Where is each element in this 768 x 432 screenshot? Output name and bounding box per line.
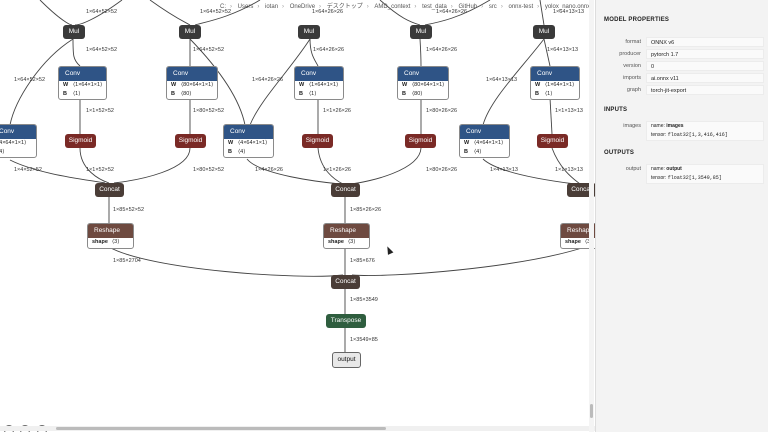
breadcrumb-item[interactable]: OneDrive [289, 4, 316, 10]
edge-label: 1×1×13×13 [555, 167, 583, 173]
conv-node[interactable]: Conv W⟨4×64×1×1⟩ B⟨4⟩ [223, 124, 274, 158]
conv-node[interactable]: Conv W⟨4×64×1×1⟩ B⟨4⟩ [0, 124, 37, 158]
prop-value[interactable]: ONNX v6 [646, 37, 764, 47]
reshape-node[interactable]: Reshape shape⟨3⟩ [87, 223, 134, 249]
edge-label: 1×64×26×26 [312, 9, 344, 15]
conv-title: Conv [460, 125, 509, 139]
conv-title: Conv [295, 67, 343, 81]
edge-label: 1×1×13×13 [555, 108, 583, 114]
graph-canvas[interactable]: C:› Users› iotan› OneDrive› デスクトップ› AMD_… [0, 0, 595, 432]
mul-node[interactable]: Mul [179, 25, 201, 39]
edge-label: 1×64×26×26 [252, 77, 284, 83]
prop-value[interactable]: 0 [646, 61, 764, 71]
sigmoid-node[interactable]: Sigmoid [302, 134, 333, 148]
edge-label: 1×64×13×13 [553, 9, 585, 15]
panel-title: MODEL PROPERTIES [604, 17, 670, 23]
edge-label: 1×85×676 [350, 258, 375, 264]
edge-label: 1×64×52×52 [86, 47, 118, 53]
edge-label: 1×85×52×52 [113, 207, 145, 213]
breadcrumb-item[interactable]: iotan [265, 4, 279, 10]
edge-label: 1×85×26×26 [350, 207, 382, 213]
concat-node[interactable]: Concat [331, 275, 360, 289]
edge-label: 1×4×26×26 [255, 167, 283, 173]
edge-label: 1×1×26×26 [323, 108, 351, 114]
conv-title: Conv [398, 67, 448, 81]
graph-edges [9, 0, 586, 352]
mul-node[interactable]: Mul [410, 25, 432, 39]
conv-node[interactable]: Conv W⟨1×64×1×1⟩ B⟨1⟩ [294, 66, 344, 100]
breadcrumb-item[interactable]: yolox_nano.onnx [544, 4, 591, 10]
prop-value[interactable]: torch-jit-export [646, 85, 764, 95]
model-properties-panel: MODEL PROPERTIES format ONNX v6 producer… [595, 0, 768, 432]
edge-label: 1×4×52×52 [14, 167, 42, 173]
edge-label: 1×3549×85 [350, 337, 378, 343]
vertical-scrollbar[interactable] [589, 0, 594, 432]
breadcrumb-item[interactable]: GitHub [458, 4, 478, 10]
inputs-heading: INPUTS [604, 107, 628, 113]
breadcrumb-item[interactable]: onnx-test [508, 4, 534, 10]
prop-value[interactable]: ai.onnx v11 [646, 73, 764, 83]
edge-label: 1×64×52×52 [14, 77, 46, 83]
prop-value[interactable]: pytorch 1.7 [646, 49, 764, 59]
concat-node[interactable]: Concat [567, 183, 595, 197]
conv-node[interactable]: Conv W⟨4×64×1×1⟩ B⟨4⟩ [459, 124, 510, 158]
conv-node[interactable]: Conv W⟨1×64×1×1⟩ B⟨1⟩ [530, 66, 580, 100]
breadcrumb-item[interactable]: AMD_context [374, 4, 411, 10]
conv-title: Conv [531, 67, 579, 81]
edge-label: 1×64×13×13 [486, 77, 518, 83]
mul-node[interactable]: Mul [298, 25, 320, 39]
edge-label: 1×80×26×26 [426, 167, 458, 173]
sigmoid-node[interactable]: Sigmoid [537, 134, 568, 148]
conv-node[interactable]: Conv W⟨80×64×1×1⟩ B⟨80⟩ [397, 66, 449, 100]
breadcrumb-item[interactable]: Users [237, 4, 254, 10]
transpose-node[interactable]: Transpose [326, 314, 366, 328]
edge-label: 1×1×26×26 [323, 167, 351, 173]
conv-title: Conv [59, 67, 106, 81]
output-value[interactable]: name: output tensor: float32[1,3549,85] [646, 164, 764, 184]
edge-label: 1×64×26×26 [436, 9, 468, 15]
horizontal-scrollbar[interactable] [0, 426, 595, 431]
input-value[interactable]: name: images tensor: float32[1,3,416,416… [646, 121, 764, 141]
breadcrumb-item[interactable]: C: [220, 4, 226, 10]
scroll-thumb[interactable] [590, 404, 593, 418]
mul-node[interactable]: Mul [533, 25, 555, 39]
edge-label: 1×85×2704 [113, 258, 141, 264]
conv-title: Conv [0, 125, 36, 139]
edge-label: 1×64×26×26 [313, 47, 345, 53]
edge-label: 1×1×52×52 [86, 108, 114, 114]
reshape-title: Reshape [324, 224, 369, 238]
reshape-node[interactable]: Reshape shape⟨3⟩ [323, 223, 370, 249]
breadcrumb: C:› Users› iotan› OneDrive› デスクトップ› AMD_… [220, 4, 591, 10]
edge-label: 1×80×26×26 [426, 108, 458, 114]
edge-label: 1×64×26×26 [426, 47, 458, 53]
edge-label: 1×1×52×52 [86, 167, 114, 173]
edge-label: 1×80×52×52 [193, 167, 225, 173]
breadcrumb-item[interactable]: デスクトップ [326, 4, 363, 10]
breadcrumb-item[interactable]: test_data [422, 4, 447, 10]
outputs-heading: OUTPUTS [604, 150, 635, 156]
concat-node[interactable]: Concat [95, 183, 124, 197]
concat-node[interactable]: Concat [331, 183, 360, 197]
edge-label: 1×80×52×52 [193, 108, 225, 114]
sigmoid-node[interactable]: Sigmoid [175, 134, 206, 148]
edge-label: 1×85×3549 [350, 297, 378, 303]
mul-node[interactable]: Mul [63, 25, 85, 39]
breadcrumb-item[interactable]: src [488, 4, 497, 10]
edge-label: 1×64×52×52 [200, 9, 232, 15]
conv-node[interactable]: Conv W⟨1×64×1×1⟩ B⟨1⟩ [58, 66, 107, 100]
conv-title: Conv [167, 67, 217, 81]
conv-node[interactable]: Conv W⟨80×64×1×1⟩ B⟨80⟩ [166, 66, 218, 100]
reshape-title: Reshape [561, 224, 595, 238]
conv-title: Conv [224, 125, 273, 139]
reshape-title: Reshape [88, 224, 133, 238]
edge-label: 1×64×52×52 [86, 9, 118, 15]
output-node[interactable]: output [332, 352, 361, 368]
sigmoid-node[interactable]: Sigmoid [65, 134, 96, 148]
edge-label: 1×64×13×13 [547, 47, 579, 53]
edge-label: 1×4×13×13 [490, 167, 518, 173]
scroll-thumb[interactable] [56, 427, 386, 430]
sigmoid-node[interactable]: Sigmoid [405, 134, 436, 148]
edge-label: 1×64×52×52 [193, 47, 225, 53]
